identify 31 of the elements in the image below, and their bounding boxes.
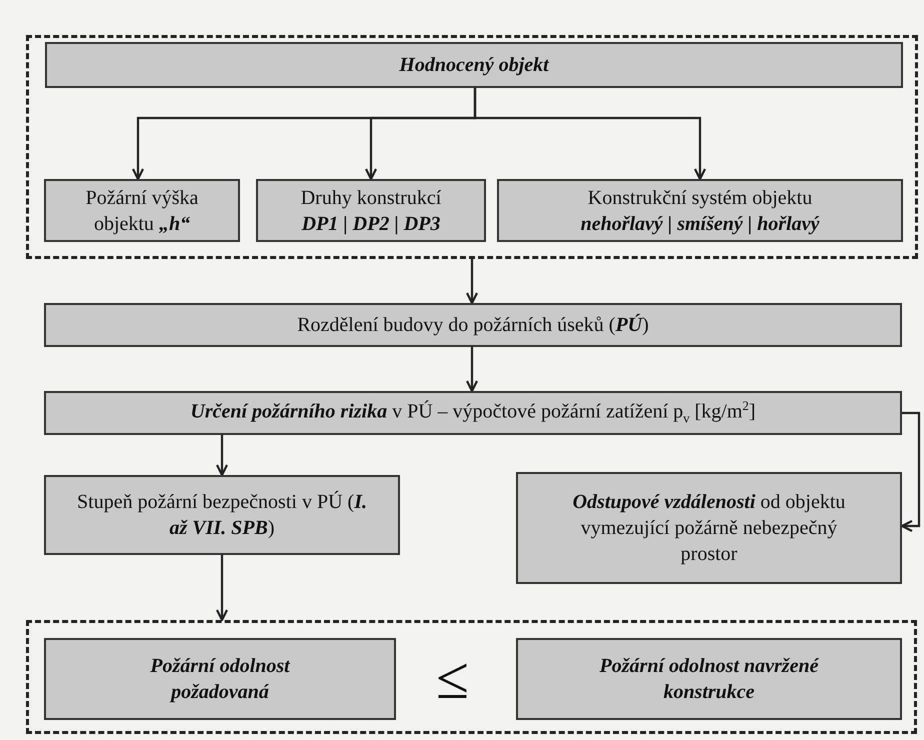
process-box xyxy=(256,179,486,242)
process-box xyxy=(44,303,902,347)
box-text: nehořlavý | smíšený | hořlavý xyxy=(580,212,820,236)
arrow xyxy=(474,88,706,180)
process-box xyxy=(45,42,903,88)
box-text: Druhy konstrukcí xyxy=(300,186,442,210)
box-text: Rozdělení budovy do požárních úseků (PÚ) xyxy=(297,312,649,338)
process-box xyxy=(44,391,902,435)
arrow xyxy=(900,412,920,532)
dashed-group-frame xyxy=(26,620,917,734)
box-text: DP1 | DP2 | DP3 xyxy=(302,212,440,236)
box-text: Požární výška objektu „h“ xyxy=(84,186,200,236)
box-text: Určení požárního rizika v PÚ – výpočtové požární zatížení p$_{v}$ [kg/m$^{2}$] xyxy=(190,398,756,428)
box-text: Stupeň požární bezpečnosti v PÚ (I. až VII. SPB) xyxy=(76,490,368,541)
process-box xyxy=(44,638,396,720)
less-or-equal-sign: ≤ xyxy=(436,648,469,708)
dashed-group-frame xyxy=(26,35,918,259)
box-text: Odstupové vzdálenosti od objektu vymezující požárně nebezpečný prostor xyxy=(572,490,846,567)
box-text: Hodnocený objekt xyxy=(399,53,549,78)
box-text: Požární odolnost požadovaná xyxy=(149,654,292,705)
arrow xyxy=(216,435,228,476)
box-text: Konstrukční systém objektu xyxy=(588,186,812,210)
process-box xyxy=(44,475,400,555)
box-text: Požární odolnost navržené konstrukce xyxy=(598,654,820,705)
arrow xyxy=(216,555,228,622)
process-box xyxy=(516,472,902,584)
process-box xyxy=(44,179,240,242)
process-box xyxy=(497,179,903,242)
arrow xyxy=(466,347,478,392)
arrow xyxy=(466,259,478,304)
process-box xyxy=(516,638,902,720)
